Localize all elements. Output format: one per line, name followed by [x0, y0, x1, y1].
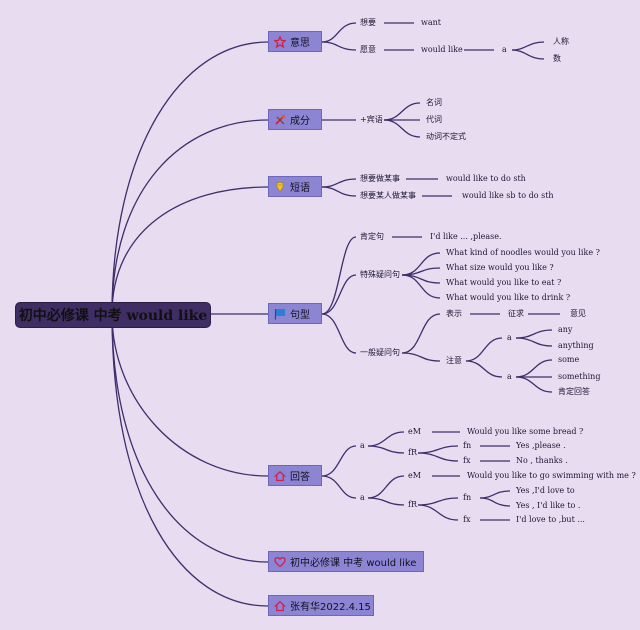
branch-author-label: 张有华2022.4.15 [290, 602, 371, 613]
yisi-opt1: 人称 [553, 37, 569, 46]
branch-author[interactable]: 张有华2022.4.15 [268, 595, 374, 616]
branch-duanyu[interactable]: 短语 [268, 176, 322, 197]
juxing-affirm-text: I'd like ... ,please. [430, 232, 502, 241]
branch-juxing-label: 句型 [290, 310, 310, 321]
huida-s2-fx-text: I'd love to ,but ... [516, 515, 585, 524]
connector-huida [111, 313, 269, 477]
yisi-row1-en: want [421, 18, 441, 27]
branch-huida-label: 回答 [290, 472, 310, 483]
general-g2-2: something [558, 372, 601, 381]
home-icon [274, 600, 286, 612]
branch-chengfen-label: 成分 [290, 116, 310, 127]
branch-huida[interactable]: 回答 [268, 465, 322, 486]
branch-yisi[interactable]: 意思 [268, 31, 322, 52]
home-icon [274, 470, 286, 482]
special-item-3: What would you like to eat ? [446, 278, 562, 287]
huida-s1-q: Would you like some bread ? [467, 427, 584, 436]
juxing-special-label: 特殊疑问句 [360, 270, 400, 279]
heart-icon [274, 556, 286, 568]
huida-s2-fn-text-1: Yes ,I'd love to [516, 486, 575, 495]
branch-title2[interactable]: 初中必修课 中考 would like [268, 551, 424, 572]
root-node[interactable]: 初中必修课 中考 would like [15, 302, 211, 328]
connector-author [111, 313, 269, 607]
special-item-1: What kind of noodles would you like ? [446, 248, 600, 257]
general-zhengqiu: 征求 [508, 309, 524, 318]
yisi-row2-cn: 愿意 [360, 45, 376, 54]
root-label: 初中必修课 中考 would like [18, 308, 208, 324]
branch-juxing[interactable]: 句型 [268, 303, 322, 324]
yisi-opt2: 数 [553, 54, 561, 63]
connector-yisi [111, 41, 269, 315]
huida-a1: a [360, 441, 365, 450]
general-a1: a [507, 333, 512, 342]
connector-title2 [111, 313, 269, 563]
huida-s1-em: eM [408, 427, 421, 436]
huida-s2-fn-text-2: Yes , I'd like to . [516, 501, 581, 510]
huida-s2-q: Would you like to go swimming with me ? [467, 471, 636, 480]
special-item-2: What size would you like ? [446, 263, 554, 272]
duanyu-row1-en: would like to do sth [446, 174, 526, 183]
huida-s1-fn-text: Yes ,please . [516, 441, 566, 450]
yisi-row2-en: would like [421, 45, 463, 54]
connector-duanyu [111, 186, 269, 315]
flag-icon [274, 308, 286, 320]
huida-s1-fr: fR [408, 448, 417, 457]
star-icon [274, 35, 286, 48]
duanyu-row1-cn: 想要做某事 [360, 174, 400, 183]
general-yijian: 意见 [570, 309, 586, 318]
huida-s1-fx-text: No , thanks . [516, 456, 568, 465]
huida-s2-fn: fn [463, 493, 472, 502]
branch-duanyu-label: 短语 [290, 183, 310, 194]
huida-s2-em: eM [408, 471, 421, 480]
branch-chengfen[interactable]: 成分 [268, 109, 322, 130]
diamond-icon [274, 181, 286, 193]
chengfen-item-3: 动词不定式 [426, 132, 466, 141]
juxing-affirm-label: 肯定句 [360, 232, 384, 241]
general-g1-1: any [558, 325, 573, 334]
connector-chengfen [111, 119, 269, 315]
huida-a2: a [360, 493, 365, 502]
general-g1-2: anything [558, 341, 594, 350]
duanyu-row2-en: would like sb to do sth [462, 191, 554, 200]
huida-s1-fx: fx [463, 456, 471, 465]
yisi-row2-a: a [502, 45, 507, 54]
huida-s1-fn: fn [463, 441, 472, 450]
juxing-general-label: 一般疑问句 [360, 348, 400, 357]
branch-yisi-label: 意思 [290, 38, 310, 49]
huida-s2-fr: fR [408, 500, 417, 509]
general-g2-1: some [558, 355, 580, 364]
general-a2: a [507, 372, 512, 381]
duanyu-row2-cn: 想要某人做某事 [360, 191, 416, 200]
chengfen-item-1: 名词 [426, 98, 442, 107]
huida-s2-fx: fx [463, 515, 471, 524]
special-item-4: What would you like to drink ? [446, 293, 571, 302]
tools-icon [274, 114, 286, 126]
branch-title2-label: 初中必修课 中考 would like [290, 558, 417, 569]
general-zhuyi: 注意 [446, 356, 462, 365]
general-g2-3: 肯定回答 [558, 387, 590, 396]
chengfen-item-2: 代词 [426, 115, 442, 124]
chengfen-obj: +宾语 [360, 115, 383, 124]
general-biaoshi: 表示 [446, 309, 462, 318]
yisi-row1-cn: 想要 [360, 18, 376, 27]
